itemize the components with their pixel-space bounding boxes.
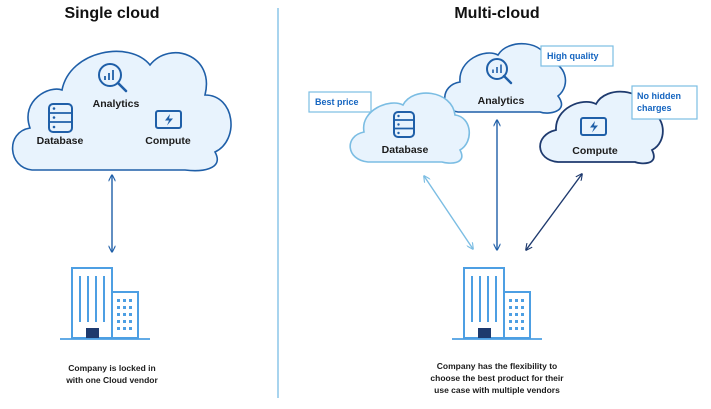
magnifier-chart-icon — [98, 63, 128, 93]
lightning-monitor-icon — [155, 110, 182, 129]
multi-caption-line-3: use case with multiple vendors — [434, 385, 560, 395]
no-hidden-charges-tag: No hidden charges — [631, 85, 698, 120]
multi-database-label: Database — [382, 144, 429, 156]
building-icon — [60, 267, 150, 340]
multi-caption-line-1: Company has the flexibility to — [437, 361, 557, 371]
magnifier-chart-icon — [486, 58, 513, 85]
single-cloud-title: Single cloud — [64, 5, 159, 22]
multi-caption-line-2: choose the best product for their — [430, 373, 564, 383]
best-price-tag: Best price — [308, 91, 372, 113]
building-icon — [452, 267, 542, 340]
database-icon — [393, 111, 415, 138]
database-connection-arrow — [424, 176, 473, 249]
single-caption-line-2: with one Cloud vendor — [65, 375, 158, 385]
no-hidden-charges-text-2: charges — [637, 103, 672, 113]
single-compute-label: Compute — [145, 135, 191, 147]
high-quality-tag: High quality — [540, 45, 614, 67]
compute-connection-arrow — [526, 174, 582, 250]
best-price-text: Best price — [315, 97, 359, 107]
high-quality-text: High quality — [547, 51, 599, 61]
single-caption-line-1: Company is locked in — [68, 363, 155, 373]
multi-cloud-title: Multi-cloud — [454, 5, 539, 22]
single-analytics-label: Analytics — [93, 98, 140, 110]
single-cloud-shape — [11, 50, 232, 172]
multi-compute-label: Compute — [572, 145, 618, 157]
database-icon — [48, 103, 73, 133]
lightning-monitor-icon — [580, 117, 607, 136]
multi-analytics-label: Analytics — [478, 95, 525, 107]
no-hidden-charges-text-1: No hidden — [637, 91, 681, 101]
single-database-label: Database — [37, 135, 84, 147]
